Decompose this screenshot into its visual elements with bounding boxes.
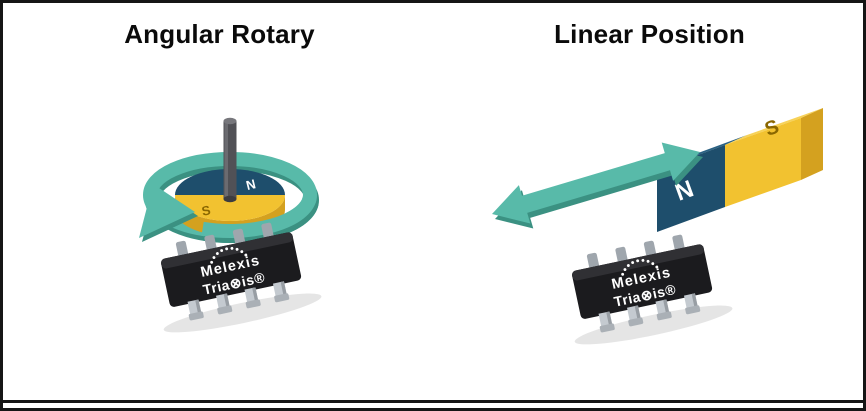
linear-position-graphic: N S xyxy=(492,108,823,345)
rotation-arrowhead xyxy=(139,184,195,238)
chip-back-pins xyxy=(175,222,274,259)
bottom-rule xyxy=(3,400,863,403)
bar-end-cap xyxy=(801,108,823,180)
rotation-ring-front xyxy=(201,196,317,238)
chip-front-pins xyxy=(187,281,290,321)
chip-body xyxy=(572,244,713,319)
chip-body-sheen xyxy=(161,232,293,269)
disc-north-label: N xyxy=(245,176,258,193)
chip-body-sheen xyxy=(572,244,704,281)
chip-shadow xyxy=(574,305,733,345)
angular-rotary-graphic: N S xyxy=(139,117,322,333)
disc-south-half xyxy=(175,195,285,221)
shaft-base xyxy=(223,195,237,203)
panel-title-linear-position: Linear Position xyxy=(554,19,745,49)
melexis-dot-arc-icon xyxy=(210,246,248,264)
shaft-top-cap xyxy=(223,117,237,125)
chip-back-pins xyxy=(586,234,685,271)
chip-shadow xyxy=(163,293,322,333)
melexis-dot-arc-icon xyxy=(621,258,659,276)
disc-south-label: S xyxy=(200,202,212,219)
panel-linear-position: Linear Position N S xyxy=(433,3,863,403)
chip-front-pins xyxy=(598,293,701,333)
rotary-shaft xyxy=(223,117,237,203)
bar-front-south xyxy=(725,118,801,207)
bar-top-south xyxy=(725,108,823,145)
chip-body xyxy=(161,232,302,307)
shaft-highlight xyxy=(224,121,228,199)
panel-title-angular-rotary: Angular Rotary xyxy=(124,19,315,49)
linear-arrow xyxy=(492,142,700,224)
panel-angular-rotary: Angular Rotary N S xyxy=(3,3,436,403)
sensor-chip: Melexis Tria⊗is® xyxy=(161,222,322,333)
sensor-chip: Melexis Tria⊗is® xyxy=(572,234,733,345)
